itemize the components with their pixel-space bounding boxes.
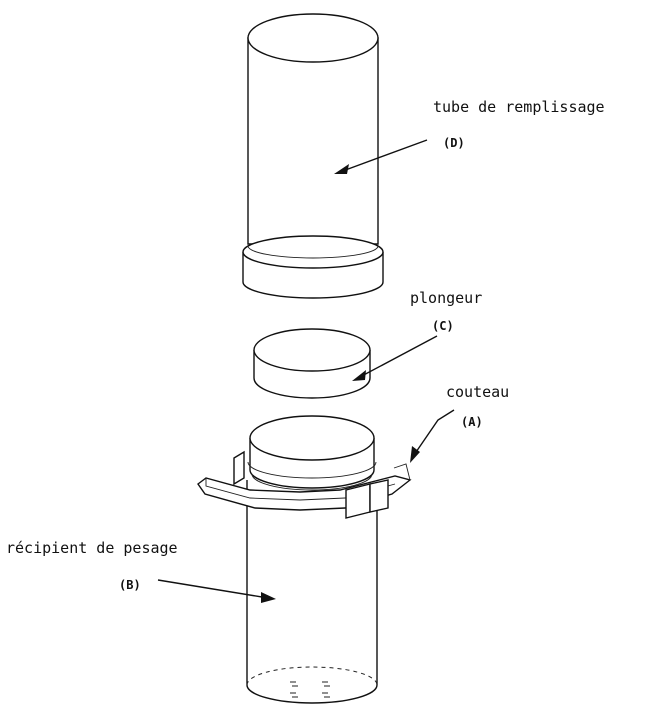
arrow-knife [410, 409, 455, 463]
label-container-name: récipient de pesage [6, 539, 178, 557]
label-plunger-code: (C) [432, 319, 454, 333]
label-knife-name: couteau [446, 383, 509, 401]
label-tube-name: tube de remplissage [433, 98, 605, 116]
label-plunger-name: plongeur [410, 289, 482, 307]
filling-tube [242, 13, 384, 299]
label-container-code: (B) [119, 578, 141, 592]
arrow-container [157, 579, 276, 603]
arrow-plunger [352, 335, 438, 381]
label-tube-code: (D) [443, 136, 465, 150]
plunger-disc [253, 328, 371, 399]
weighing-container [197, 415, 412, 704]
arrow-tube [334, 139, 428, 174]
label-knife-code: (A) [461, 415, 483, 429]
